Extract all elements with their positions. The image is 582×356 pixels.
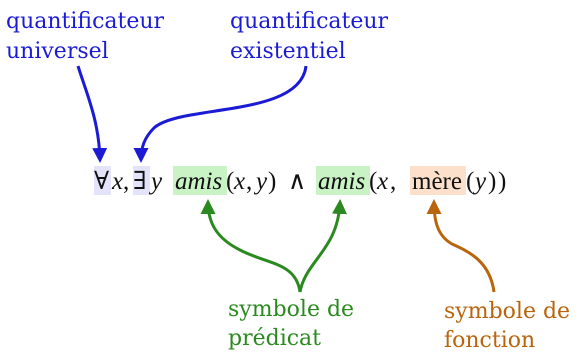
label-predicate-line1: symbole de	[228, 297, 354, 322]
variable-y: y	[148, 168, 163, 195]
arg-comma: ,	[246, 168, 252, 195]
label-predicate-line2: prédicat	[228, 326, 321, 351]
forall-highlight	[94, 166, 111, 195]
arg-x: x	[376, 168, 388, 195]
predicate1-highlight	[173, 166, 227, 195]
arrow-predicate-right	[298, 199, 347, 293]
label-function-line1: symbole de	[444, 299, 570, 324]
function-mere: mère	[412, 168, 462, 195]
paren-close: )	[498, 168, 506, 195]
arrow-function	[426, 199, 496, 293]
and-symbol: ∧	[288, 168, 306, 195]
function-highlight	[410, 166, 466, 195]
predicate-amis-1: amis	[175, 168, 222, 195]
paren-close: )	[488, 168, 496, 195]
exists-symbol: ∃	[133, 168, 147, 195]
label-function-line2: fonction	[444, 328, 535, 353]
comma: ,	[123, 168, 129, 195]
paren-open: (	[466, 168, 474, 195]
arg-y: y	[253, 168, 268, 195]
variable-x: x	[111, 168, 123, 195]
label-existential-line1: quantificateur	[230, 9, 389, 34]
label-universal-line1: quantificateur	[6, 9, 165, 34]
forall-symbol: ∀	[94, 168, 109, 195]
paren-open: (	[226, 168, 234, 195]
arg-x: x	[233, 168, 245, 195]
arrow-existential	[133, 65, 308, 163]
exists-highlight	[133, 166, 150, 195]
label-universal-line2: universel	[6, 39, 109, 64]
paren-open: (	[369, 168, 377, 195]
arrow-universal	[76, 65, 108, 163]
paren-close: )	[268, 168, 276, 195]
arrow-predicate-left	[200, 199, 302, 293]
arg-comma: ,	[390, 168, 396, 195]
arg-y: y	[472, 168, 487, 195]
formula: ∀ x , ∃ y amis ( x , y ) ∧ amis ( x , mè…	[94, 168, 506, 195]
predicate2-highlight	[316, 166, 370, 195]
predicate-amis-2: amis	[318, 168, 365, 195]
label-existential-line2: existentiel	[230, 39, 346, 64]
